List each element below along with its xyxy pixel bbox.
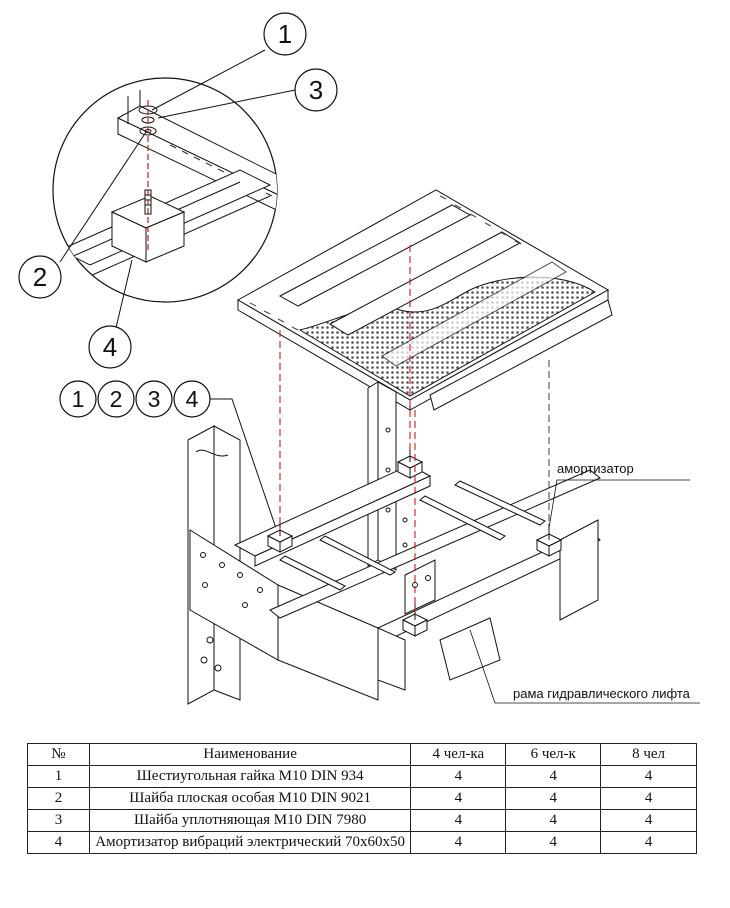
cell-qty-6: 4 [505, 787, 602, 810]
cell-qty-6: 4 [505, 765, 602, 788]
cell-number: 1 [27, 765, 90, 788]
cell-qty-8: 4 [600, 831, 697, 854]
cell-number: 2 [27, 787, 90, 810]
col-header-4-person: 4 чел-ка [410, 743, 507, 766]
callout-3: 3 [294, 68, 338, 112]
svg-text:рама гидравлического лифта: рама гидравлического лифта [513, 686, 691, 701]
detail-leaders [59, 49, 296, 333]
cell-name: Амортизатор вибраций электрический 70x60… [88, 831, 412, 854]
absorber-1 [266, 520, 294, 553]
parts-table: № Наименование 4 чел-ка 6 чел-к 8 чел 1 … [27, 743, 697, 854]
callout-2: 2 [18, 255, 62, 299]
cell-qty-8: 4 [600, 809, 697, 832]
cell-qty-4: 4 [410, 831, 507, 854]
svg-text:4: 4 [103, 332, 117, 362]
col-header-8-person: 8 чел [600, 743, 697, 766]
label-shock-absorber: амортизатор [548, 461, 690, 529]
col-header-number: № [27, 743, 90, 766]
col-header-name: Наименование [88, 743, 412, 766]
cell-qty-6: 4 [505, 809, 602, 832]
absorber-2 [396, 446, 424, 479]
svg-text:2: 2 [33, 262, 47, 292]
cell-name: Шайба плоская особая М10 DIN 9021 [88, 787, 412, 810]
absorber-4 [401, 604, 429, 637]
svg-text:2: 2 [110, 386, 123, 412]
callout-row: 1 2 3 4 [59, 380, 281, 541]
cell-number: 4 [27, 831, 90, 854]
table-row: 3 Шайба уплотняющая М10 DIN 7980 4 4 4 [27, 809, 697, 832]
cell-qty-6: 4 [505, 831, 602, 854]
svg-text:3: 3 [148, 386, 161, 412]
cell-name: Шайба уплотняющая М10 DIN 7980 [88, 809, 412, 832]
assembly-drawing: 1 3 2 4 1 2 3 4 [18, 12, 700, 705]
label-lift-frame: рама гидравлического лифта [469, 629, 700, 704]
col-header-6-person: 6 чел-к [505, 743, 602, 766]
cell-qty-4: 4 [410, 787, 507, 810]
absorber-3 [535, 524, 563, 557]
cell-qty-4: 4 [410, 809, 507, 832]
table-row: 1 Шестиугольная гайка М10 DIN 934 4 4 4 [27, 765, 697, 788]
detail-view [52, 77, 278, 303]
table-row: 4 Амортизатор вибраций электрический 70x… [27, 831, 697, 854]
callout-4: 4 [88, 325, 132, 369]
cell-qty-8: 4 [600, 765, 697, 788]
table-header-row: № Наименование 4 чел-ка 6 чел-к 8 чел [27, 743, 697, 766]
cell-qty-8: 4 [600, 787, 697, 810]
callout-1: 1 [263, 12, 307, 56]
cell-number: 3 [27, 809, 90, 832]
svg-text:1: 1 [278, 19, 292, 49]
shock-absorbers [266, 446, 563, 637]
cell-qty-4: 4 [410, 765, 507, 788]
svg-text:3: 3 [309, 75, 323, 105]
svg-text:амортизатор: амортизатор [557, 461, 634, 476]
platform [236, 189, 613, 411]
svg-text:4: 4 [186, 386, 199, 412]
alignment-lines [279, 245, 416, 612]
cell-name: Шестиугольная гайка М10 DIN 934 [88, 765, 412, 788]
table-row: 2 Шайба плоская особая М10 DIN 9021 4 4 … [27, 787, 697, 810]
svg-text:1: 1 [72, 386, 85, 412]
